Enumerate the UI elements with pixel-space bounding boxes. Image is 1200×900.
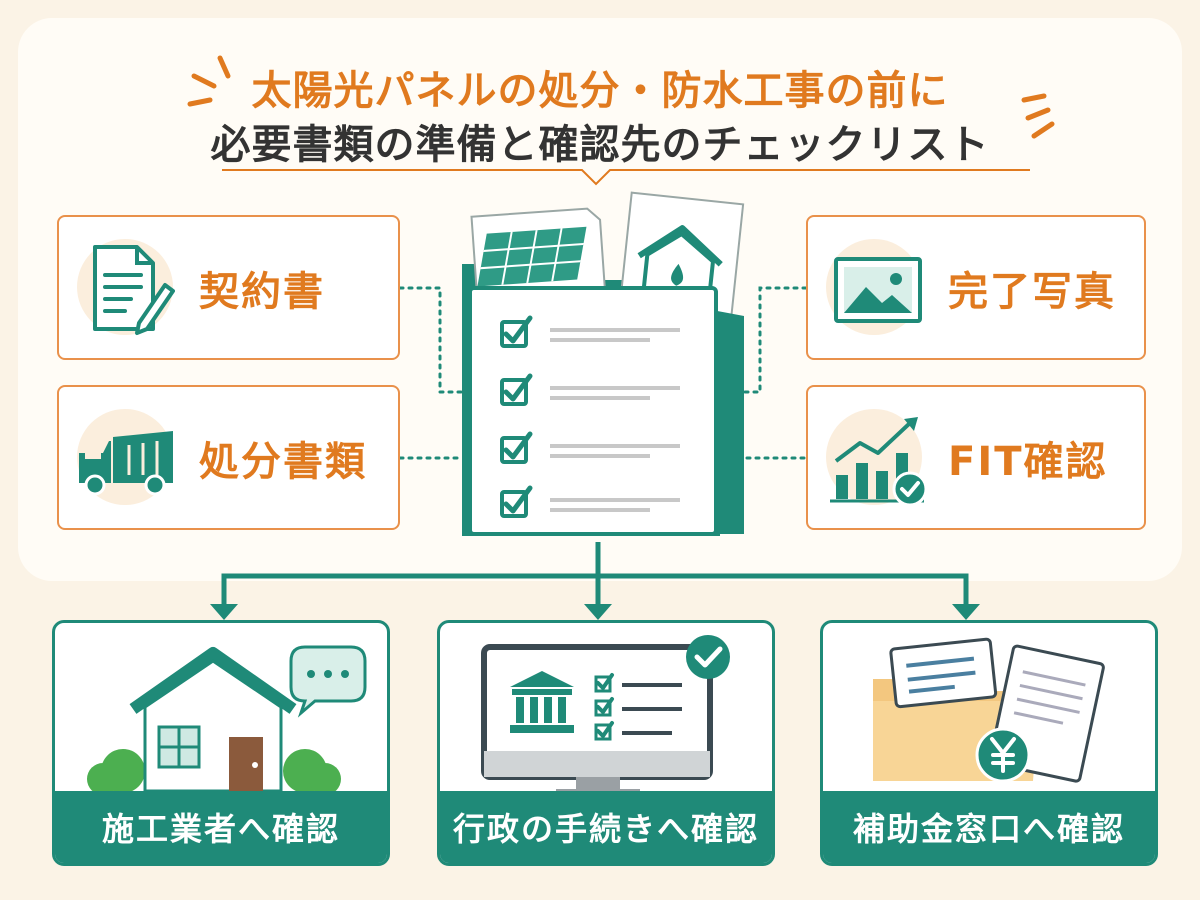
checklist-items xyxy=(500,315,680,518)
title-line-1: 太陽光パネルの処分・防水工事の前に xyxy=(251,68,949,114)
destination-label: 施工業者へ確認 xyxy=(55,791,387,863)
document-label: FIT確認 xyxy=(948,438,1108,485)
destination-label: 補助金窓口へ確認 xyxy=(823,791,1155,863)
destination-card-contractor: 施工業者へ確認 xyxy=(52,620,390,866)
destination-card-subsidy: 補助金窓口へ確認 xyxy=(820,620,1158,866)
document-card-photos: 完了写真 xyxy=(806,215,1146,360)
house-speech-icon xyxy=(87,645,367,795)
document-label: 処分書類 xyxy=(199,438,367,485)
dotted-connectors xyxy=(398,286,808,460)
sparkle-left-icon xyxy=(187,55,231,107)
garbage-truck-icon xyxy=(79,431,173,496)
title-line-2: 必要書類の準備と確認先のチェックリスト xyxy=(210,122,990,168)
document-card-contract: 契約書 xyxy=(57,215,400,360)
contract-pen-icon xyxy=(93,245,175,335)
photo-icon xyxy=(834,257,922,323)
government-monitor-icon xyxy=(481,635,730,795)
document-card-fit: FIT確認 xyxy=(806,385,1146,530)
subsidy-documents-icon xyxy=(873,637,1105,783)
title-underline xyxy=(222,169,1030,186)
flow-arrows xyxy=(210,542,980,620)
destination-label: 行政の手続きへ確認 xyxy=(440,791,772,863)
destination-card-government: 行政の手続きへ確認 xyxy=(437,620,775,866)
growth-chart-check-icon xyxy=(830,417,928,507)
document-card-disposal: 処分書類 xyxy=(57,385,400,530)
sparkle-right-icon xyxy=(1021,93,1055,139)
document-label: 完了写真 xyxy=(948,268,1116,315)
document-label: 契約書 xyxy=(199,268,325,315)
